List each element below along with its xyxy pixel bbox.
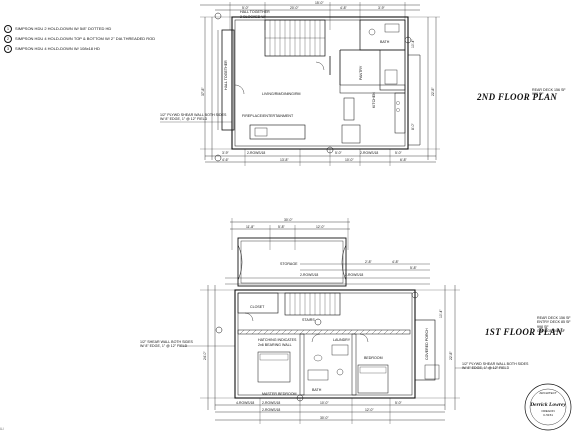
dim-2f-top3: 20'-0" <box>290 6 299 10</box>
dim-1f-top8: 4'-8" <box>392 260 399 264</box>
area-line: REAR DECK 156 SF <box>532 88 566 92</box>
dim-1f-bot5: 12'-0" <box>365 408 374 412</box>
bedroom-label: BEDROOM <box>364 356 383 360</box>
wall-note-line: W/ 8" EDGE, 1" @ 12" FIELD <box>462 366 510 371</box>
dim-1f-top7: 2'-8" <box>365 260 372 264</box>
note-number: 2 <box>4 35 12 43</box>
dim-2f-bot5: 5'-0" <box>395 151 402 155</box>
dim-2f-bot4: 5'-0" <box>335 151 342 155</box>
laundry-label: LAUNDRY <box>333 338 351 342</box>
area-line: GARAGE 398 SF <box>537 329 565 334</box>
stamp-line: C-5151 <box>543 412 553 417</box>
stamp-line: OREGON <box>541 409 555 413</box>
dim-1f-bot4: 5'-0" <box>395 401 402 405</box>
first-floor-shear-wall-note-left: 1/2" SHEAR WALL BOTH SIDES W/ 8" EDGE, 1… <box>140 340 193 349</box>
dim-1f-top3: 5'-8" <box>278 225 285 229</box>
kitchen-label: KITCHEN <box>372 92 376 108</box>
wall-together-sub: 2-BLOCKED W/ <box>240 15 266 19</box>
first-floor-title: 1ST FLOOR PLAN <box>485 327 563 337</box>
dim-1f-top1: 30'-0" <box>284 218 293 222</box>
dim-1f-top4: 12'-0" <box>316 225 325 229</box>
note-number: 1 <box>4 25 12 33</box>
wall-note-line: W/ 8" EDGE, 1" @ 12" FIELD <box>140 344 188 349</box>
dim-1f-bot2: 2-ROWS/18 <box>262 401 281 405</box>
stamp-signature: Derrick Lowrey <box>530 402 566 408</box>
stairs-label: STAIRS <box>302 318 315 322</box>
closet-label: CLOSET <box>250 305 265 309</box>
hatching-note: HATCHING INDICATES <box>258 338 297 342</box>
dim-1f-top2: 11'-8" <box>246 225 255 229</box>
dim-1f-top6: 2-ROWS/18 <box>345 273 364 277</box>
architect-stamp: ARCHITECT Derrick Lowrey OREGON C-5151 <box>524 383 572 431</box>
bath-label: BATH <box>380 40 390 44</box>
dim-1f-right2: 10'-4" <box>439 309 443 318</box>
wall-together-label: HALL TOGETHER <box>240 10 270 14</box>
dim-2f-bot6: 13'-8" <box>280 158 289 162</box>
first-floor-plan-drawing <box>180 218 505 424</box>
pantry-label: PANTRY <box>359 65 363 80</box>
dim-1f-bot6: 2-ROWS/18 <box>262 408 281 412</box>
wall-note-line: 1/2" SHEAR WALL BOTH SIDES <box>140 340 193 344</box>
area-line: REAR DECK 156 SF <box>537 316 571 320</box>
dim-2f-top4: 4'-8" <box>340 6 347 10</box>
dim-2f-bot2: 2-ROWS/18 <box>247 151 266 155</box>
dim-2f-bot1: 3'-9" <box>222 151 229 155</box>
stamp-top-text: ARCHITECT <box>539 391 557 395</box>
dim-2f-bot7: 10'-0" <box>345 158 354 162</box>
living-room-label: LIVING/RM/DINING/RM <box>262 92 301 96</box>
dim-1f-left1: 24'-0" <box>203 351 207 360</box>
dim-2f-bot8: 4'-6" <box>222 158 229 162</box>
note-text: SIMPSON HDU 4 HOLD-DOWN W/ 108x18 HD <box>15 46 100 51</box>
stamp-state: OREGON C-5151 <box>528 409 568 417</box>
dim-1f-bot7: 30'-0" <box>320 416 329 420</box>
second-floor-area-note: REAR DECK 156 SF 998 SF <box>532 88 566 97</box>
second-floor-title: 2ND FLOOR PLAN <box>477 92 558 102</box>
corner-mark: Ш <box>0 426 4 431</box>
first-floor-shear-wall-note-right: 1/2" PLYWD SHEAR WALL BOTH SIDES W/ 8" E… <box>462 362 528 371</box>
second-floor-plan-drawing <box>160 2 440 166</box>
note-text: SIMPSON HDU 2 HOLD-DOWN W/ 5/8" DOTTED H… <box>15 26 112 31</box>
bath-label-1f: BATH <box>312 388 322 392</box>
dim-2f-top1: 15'-0" <box>315 1 324 5</box>
note-text: SIMPSON HDU 4 HOLD-DOWN TOP & BOTTOM W/ … <box>15 36 156 41</box>
note-number: 3 <box>4 45 12 53</box>
dim-2f-left1: 37'-8" <box>201 87 205 96</box>
wall-note-line: 1/2" PLYWD SHEAR WALL BOTH SIDES <box>160 113 227 117</box>
dim-1f-bot3: 10'-0" <box>320 401 329 405</box>
dim-1f-right1: 22'-8" <box>449 351 453 360</box>
wall-note-line: W/ 8" EDGE, 1" @ 12" FIELD <box>160 117 208 122</box>
hatching-note-sub: 2x6 BEARING WALL <box>258 343 292 347</box>
hall-together-label: HALL TOGETHER <box>224 60 228 90</box>
storage-label: STORAGE <box>280 262 298 266</box>
master-bedroom-label: MASTER BEDROOM <box>262 392 297 396</box>
wall-note-line: 1/2" PLYWD SHEAR WALL BOTH SIDES <box>462 362 529 366</box>
dim-1f-bot1: 4-ROWS/18 <box>236 401 255 405</box>
second-floor-shear-wall-note: 1/2" PLYWD SHEAR WALL BOTH SIDES W/ 8" E… <box>160 113 226 122</box>
dim-2f-right2: 10'-4" <box>411 39 415 48</box>
dim-1f-top5: 2-ROWS/18 <box>300 273 319 277</box>
dim-2f-bot3: 2-ROWS/18 <box>360 151 379 155</box>
area-line: 998 SF <box>532 92 544 97</box>
fireplace-label: FIREPLACE/ENTERTAINMENT <box>242 114 294 118</box>
area-line: ENTRY DECK 85 SF <box>537 320 571 325</box>
dim-2f-top5: 3'-9" <box>378 6 385 10</box>
dim-2f-right3: 8'-0" <box>411 123 415 130</box>
covered-porch-label: COVERED PORCH <box>425 328 429 360</box>
dim-1f-top9: 5'-8" <box>410 266 417 270</box>
dim-2f-top2: 5'-0" <box>242 6 249 10</box>
dim-2f-bot9: 6'-8" <box>400 158 407 162</box>
first-floor-area-note: REAR DECK 156 SF ENTRY DECK 85 SF 998 SF… <box>537 316 571 334</box>
area-line: 998 SF <box>537 324 549 329</box>
dim-2f-right1: 22'-8" <box>431 87 435 96</box>
